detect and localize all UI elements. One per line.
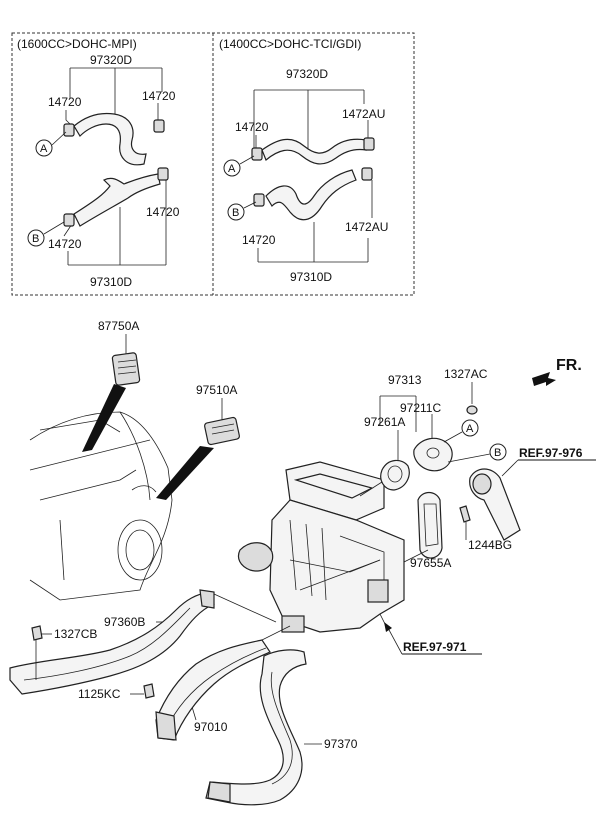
duct-connector-line	[261, 625, 291, 641]
panel-title-mpi: (1600CC>DOHC-MPI)	[17, 37, 137, 51]
seal-97655A: 1244BG 97655A	[403, 491, 512, 570]
svg-text:B: B	[32, 233, 39, 245]
label-14720-a-left: 14720	[48, 95, 82, 109]
front-direction-arrow: FR.	[532, 357, 582, 386]
marker-a-tci: A	[223, 155, 255, 177]
svg-text:A: A	[40, 143, 48, 155]
label-14720-b-left: 14720	[48, 237, 82, 251]
inset-frame	[11, 32, 415, 296]
marker-a-main: A	[443, 419, 479, 443]
vent-grille-87750A: 87750A	[82, 319, 141, 452]
svg-text:97261A: 97261A	[364, 415, 405, 429]
svg-text:REF.97-976: REF.97-976	[519, 446, 583, 460]
svg-text:97370: 97370	[324, 737, 358, 751]
label-14720-tci-b: 14720	[242, 233, 276, 247]
vent-grille-97510A: 97510A	[156, 383, 240, 500]
svg-text:A: A	[228, 163, 236, 175]
label-1472AU-tci-a: 1472AU	[342, 107, 385, 121]
label-97310D-mpi: 97310D	[90, 275, 132, 289]
svg-text:1244BG: 1244BG	[468, 538, 512, 552]
svg-text:A: A	[466, 423, 474, 435]
gasket-97261A: 97261A	[359, 415, 410, 497]
marker-b-tci: B	[227, 201, 257, 221]
svg-text:FR.: FR.	[556, 357, 582, 374]
clamp-icon	[63, 119, 165, 137]
hose-97310D-tci	[265, 169, 357, 221]
svg-text:97360B: 97360B	[104, 615, 145, 629]
hose-97310D-mpi	[73, 173, 161, 227]
plate-97211C: 97313 1327AC 97211C	[379, 367, 488, 472]
ref-97-971-label: REF.97-971	[384, 622, 482, 655]
label-97320D-tci: 97320D	[286, 67, 328, 81]
inset-panel-mpi: (1600CC>DOHC-MPI) 97320D 14720 14720 147…	[17, 37, 180, 289]
clamp-icon	[251, 137, 375, 161]
panel-title-tci: (1400CC>DOHC-TCI/GDI)	[219, 37, 361, 51]
svg-text:97510A: 97510A	[196, 383, 237, 397]
svg-text:97655A: 97655A	[410, 556, 451, 570]
svg-text:87750A: 87750A	[98, 319, 139, 333]
svg-text:1327CB: 1327CB	[54, 627, 97, 641]
svg-text:B: B	[494, 447, 501, 459]
label-1472AU-tci-b: 1472AU	[345, 220, 388, 234]
hose-97320D-tci	[261, 138, 367, 165]
svg-text:1125KC: 1125KC	[78, 687, 121, 701]
svg-text:97010: 97010	[194, 720, 228, 734]
marker-b-main: B	[447, 443, 507, 463]
duct-97370: 97370	[205, 649, 358, 806]
bolt-1327CB: 1327CB	[31, 625, 97, 680]
bolt-1125KC: 1125KC	[78, 683, 155, 701]
svg-text:97211C: 97211C	[400, 401, 441, 415]
label-14720-a-right: 14720	[142, 89, 176, 103]
label-14720-b-right: 14720	[146, 205, 180, 219]
svg-text:97313: 97313	[388, 373, 422, 387]
hose-97320D-mpi	[73, 112, 147, 166]
duct-connector-line	[213, 593, 277, 623]
label-97320D-mpi: 97320D	[90, 53, 132, 67]
marker-b-mpi: B	[27, 221, 65, 247]
svg-text:1327AC: 1327AC	[444, 367, 488, 381]
duct-97010: 97010	[155, 639, 271, 741]
clamp-icon	[253, 167, 373, 207]
marker-a-mpi: A	[35, 131, 67, 157]
label-97310D-tci: 97310D	[290, 270, 332, 284]
duct-97360B: 97360B	[9, 589, 215, 695]
hvac-unit	[237, 461, 405, 633]
svg-text:REF.97-971: REF.97-971	[403, 640, 467, 654]
ref-97-976-pipe: REF.97-976	[469, 446, 596, 541]
vehicle-outline	[29, 411, 173, 601]
inset-panel-tci: (1400CC>DOHC-TCI/GDI) 97320D 14720 1472A…	[219, 37, 388, 284]
label-14720-tci-a: 14720	[235, 120, 269, 134]
clamp-icon	[63, 167, 169, 227]
svg-text:B: B	[232, 207, 239, 219]
